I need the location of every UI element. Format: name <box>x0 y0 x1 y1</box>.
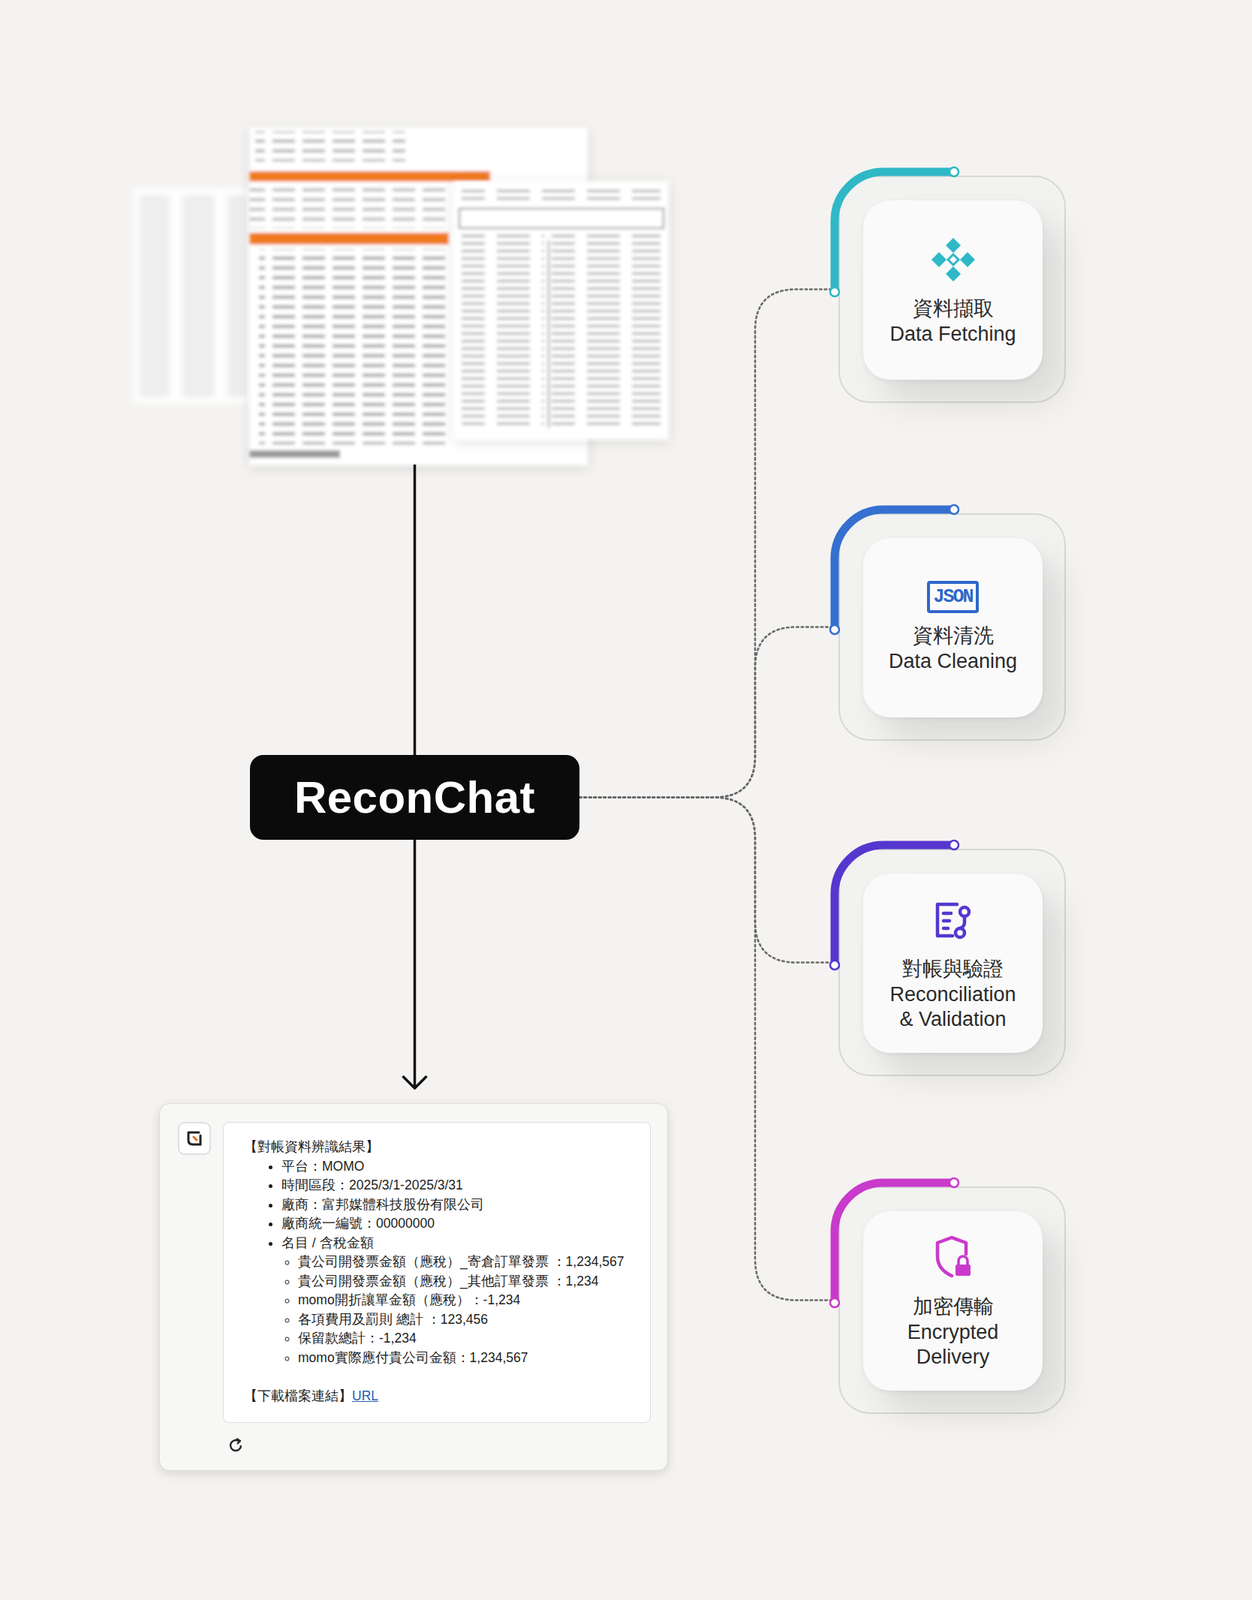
lock-icon-shape <box>937 1237 971 1277</box>
result-item: 平台：MOMO <box>281 1157 636 1177</box>
accent-dot <box>949 1178 959 1188</box>
refresh-head <box>236 1438 241 1445</box>
amount-list: 貴公司開發票金額（應稅）_寄倉訂單發票 ：1,234,567 貴公司開發票金額（應… <box>281 1252 636 1368</box>
step-icon <box>926 1231 980 1285</box>
step-title-en: Reconciliation & Validation <box>883 982 1024 1034</box>
result-text: 名目 / 含稅金額 <box>281 1235 374 1251</box>
input-flow-line <box>413 464 417 756</box>
card-face: JSON 資料清洗Data Cleaning <box>863 538 1043 718</box>
connector <box>403 839 428 1089</box>
fetch-icon-shape <box>931 237 976 282</box>
accent-dot <box>949 840 959 850</box>
accent-dot <box>830 1298 840 1308</box>
chat-panel: 【對帳資料辨識結果】平台：MOMO 時間區段：2025/3/1-2025/3/31… <box>159 1103 669 1472</box>
flow-line <box>413 839 417 1089</box>
step-title-zh: 資料擷取 <box>912 296 994 323</box>
step-title-en: Data Fetching <box>889 322 1016 348</box>
lock-shackle <box>958 1256 968 1265</box>
brand-name: ReconChat <box>294 771 536 824</box>
result-heading: 【對帳資料辨識結果】 <box>243 1137 636 1158</box>
doc-lines <box>943 913 952 929</box>
card-face: 對帳與驗證Reconciliation & Validation <box>863 873 1043 1054</box>
step-title-en: Data Cleaning <box>888 649 1018 675</box>
amount-item: 各項費用及罰則 總計 ：123,456 <box>297 1310 636 1331</box>
amount-item: 保留款總計：-1,234 <box>297 1329 636 1349</box>
amount-item: momo實際應付貴公司金額：1,234,567 <box>297 1348 636 1369</box>
diamond-piece <box>960 252 976 268</box>
card-face: 加密傳輸Encrypted Delivery <box>863 1211 1043 1391</box>
download-label: 【下載檔案連結】 <box>243 1388 353 1404</box>
step-title-zh: 加密傳輸 <box>912 1294 994 1321</box>
dotted-connector <box>579 289 839 798</box>
amount-text: 貴公司開發票金額（應稅）_寄倉訂單發票 ：1,234,567 <box>297 1254 624 1270</box>
accent-dot <box>830 960 840 970</box>
amount-text: momo開折讓單金額（應稅）：-1,234 <box>297 1292 521 1308</box>
step-card: 對帳與驗證Reconciliation & Validation <box>838 848 1066 1077</box>
main-sheet <box>249 127 587 465</box>
result-text: 廠商統一編號：00000000 <box>281 1215 435 1231</box>
amount-item: 貴公司開發票金額（應稅）_寄倉訂單發票 ：1,234,567 <box>297 1252 636 1273</box>
connector <box>579 289 839 798</box>
download-link: URL <box>352 1388 379 1404</box>
card-face: 資料擷取Data Fetching <box>863 200 1043 380</box>
result-item: 時間區段：2025/3/1-2025/3/31 <box>281 1176 636 1196</box>
dotted-connector <box>579 797 839 964</box>
step-card: JSON 資料清洗Data Cleaning <box>838 513 1066 741</box>
connector <box>579 627 839 798</box>
invoice-sheet <box>454 181 669 440</box>
avatar-mark <box>188 1132 201 1145</box>
step-title-en: Encrypted Delivery <box>883 1320 1024 1372</box>
accent-arc <box>838 848 1066 1077</box>
avatar-frame <box>178 1122 211 1155</box>
accent-dot <box>949 167 959 177</box>
result-text: 廠商：富邦媒體科技股份有限公司 <box>281 1197 485 1213</box>
amount-item: 貴公司開發票金額（應稅）_其他訂單發票 ：1,234 <box>297 1272 636 1292</box>
amount-text: 各項費用及罰則 總計 ：123,456 <box>297 1312 488 1328</box>
brand-box: ReconChat <box>249 755 580 840</box>
step-icon <box>926 893 980 947</box>
message-bubble: 【對帳資料辨識結果】平台：MOMO 時間區段：2025/3/1-2025/3/31… <box>222 1122 651 1424</box>
amount-text: momo實際應付貴公司金額：1,234,567 <box>297 1350 528 1366</box>
result-list: 平台：MOMO 時間區段：2025/3/1-2025/3/31 廠商：富邦媒體科技股… <box>243 1157 636 1369</box>
avatar-mark <box>193 1137 197 1141</box>
step-icon <box>926 233 980 286</box>
refresh-icon <box>226 1436 245 1455</box>
amount-item: momo開折讓單金額（應稅）：-1,234 <box>297 1291 636 1311</box>
download-row: 【下載檔案連結】URL <box>243 1387 636 1407</box>
step-title-zh: 資料清洗 <box>912 623 994 650</box>
amount-text: 貴公司開發票金額（應稅）_其他訂單發票 ：1,234 <box>297 1273 599 1289</box>
arrow-head <box>403 1076 428 1089</box>
accent-dot <box>830 287 840 297</box>
step-card: 資料擷取Data Fetching <box>838 175 1066 404</box>
amount-text: 保留款總計：-1,234 <box>297 1330 417 1346</box>
accent-arc <box>838 1186 1066 1415</box>
bot-avatar <box>177 1122 211 1156</box>
result-item: 廠商統一編號：00000000 <box>281 1214 636 1234</box>
diamond-core <box>948 254 959 265</box>
connector <box>579 797 839 964</box>
result-text: 平台：MOMO <box>281 1158 365 1174</box>
node-link <box>960 916 965 929</box>
result-item: 名目 / 含稅金額貴公司開發票金額（應稅）_寄倉訂單發票 ：1,234,567貴… <box>281 1233 636 1369</box>
json-icon: JSON <box>926 580 979 614</box>
diamond-piece <box>931 252 947 268</box>
result-item: 廠商：富邦媒體科技股份有限公司 <box>281 1195 636 1216</box>
accent-arc <box>838 175 1066 404</box>
lock-body <box>955 1264 971 1277</box>
diamond-piece <box>945 237 961 253</box>
result-text: 時間區段：2025/3/1-2025/3/31 <box>281 1177 464 1193</box>
step-card: 加密傳輸Encrypted Delivery <box>838 1186 1066 1415</box>
accent-arc <box>838 513 1066 741</box>
accent-dot <box>830 625 840 635</box>
diamond-piece <box>945 266 961 282</box>
dotted-connector <box>579 627 839 798</box>
accent-dot <box>949 505 959 515</box>
step-title-zh: 對帳與驗證 <box>902 957 1004 983</box>
back-sheet <box>132 188 253 404</box>
recon-icon-shape <box>937 904 970 938</box>
